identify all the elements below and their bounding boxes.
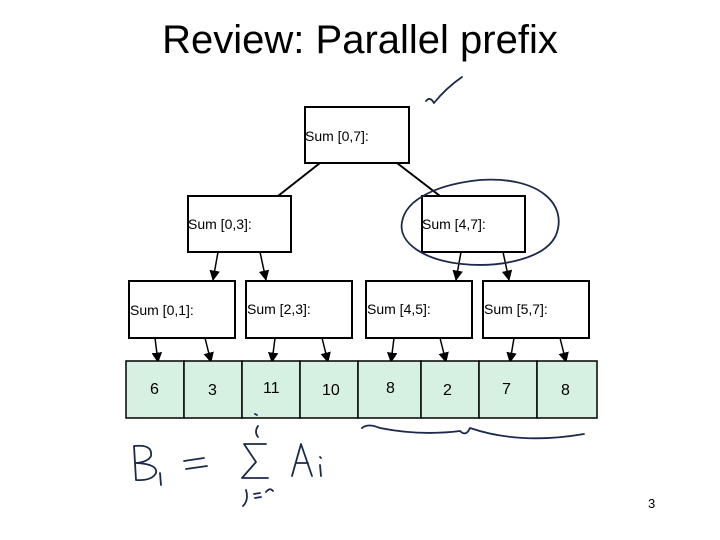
node-label: Sum [5,7]: <box>484 301 548 317</box>
underline-brace-scribble <box>361 424 585 440</box>
tree-node-sum-4-7: Sum [4,7]: <box>421 195 526 253</box>
node-label: Sum [4,7]: <box>422 216 486 232</box>
node-label: Sum [0,1]: <box>130 302 194 318</box>
slide-title: Review: Parallel prefix <box>162 18 558 62</box>
input-array: 6 3 11 10 8 2 7 8 <box>125 360 598 419</box>
tree-node-root: Sum [0,7]: <box>304 106 410 164</box>
circle-around-sum-4-7 <box>400 178 560 266</box>
array-value: 8 <box>561 382 570 399</box>
array-value: 2 <box>443 382 452 399</box>
handwritten-sigma <box>241 413 269 479</box>
edge-root-left <box>277 162 321 197</box>
node-label: Sum [2,3]: <box>247 301 311 317</box>
handwritten-a-i <box>291 443 322 477</box>
arrow-57-to-a6 <box>506 337 517 364</box>
arrow-45-to-a4 <box>386 337 398 364</box>
checkmark-scribble <box>425 76 463 104</box>
array-cell-1 <box>183 360 243 419</box>
handwritten-j-eq <box>242 488 274 507</box>
array-cell-7 <box>536 360 598 419</box>
handwritten-equals <box>183 457 208 470</box>
tree-node-sum-4-5: Sum [4,5]: <box>365 280 473 339</box>
node-label: Sum [4,5]: <box>367 301 431 317</box>
array-cell-5 <box>420 360 480 419</box>
arrow-57-to-a7 <box>558 337 569 364</box>
array-cell-6 <box>478 360 538 419</box>
node-label: Sum [0,7]: <box>305 128 369 144</box>
arrow-01-to-a1 <box>203 337 214 364</box>
handwritten-b-i <box>133 444 162 486</box>
array-value: 3 <box>208 382 217 399</box>
arrow-23-to-a2 <box>267 337 279 364</box>
tree-node-sum-5-7: Sum [5,7]: <box>482 280 590 339</box>
handwritten-annotations <box>133 76 585 507</box>
slide-number: 3 <box>648 496 656 511</box>
node-label: Sum [0,3]: <box>188 216 252 232</box>
tree-node-sum-0-1: Sum [0,1]: <box>128 280 236 339</box>
arrow-47-to-45 <box>452 251 463 282</box>
arrow-03-to-23 <box>258 251 270 282</box>
array-value: 11 <box>263 380 280 397</box>
arrow-47-to-57 <box>501 251 513 282</box>
array-value: 10 <box>322 382 340 399</box>
arrow-01-to-a0 <box>151 337 163 364</box>
array-cell-4 <box>357 360 422 419</box>
tree-node-sum-2-3: Sum [2,3]: <box>245 280 353 339</box>
array-value: 7 <box>502 381 511 398</box>
arrow-03-to-01 <box>209 251 220 282</box>
array-value: 8 <box>386 380 395 397</box>
array-cell-3 <box>299 360 359 419</box>
array-value: 6 <box>150 381 159 398</box>
tree-node-sum-0-3: Sum [0,3]: <box>187 195 292 253</box>
arrow-23-to-a3 <box>320 337 331 364</box>
arrow-45-to-a5 <box>438 337 449 364</box>
array-cell-2 <box>241 360 301 419</box>
